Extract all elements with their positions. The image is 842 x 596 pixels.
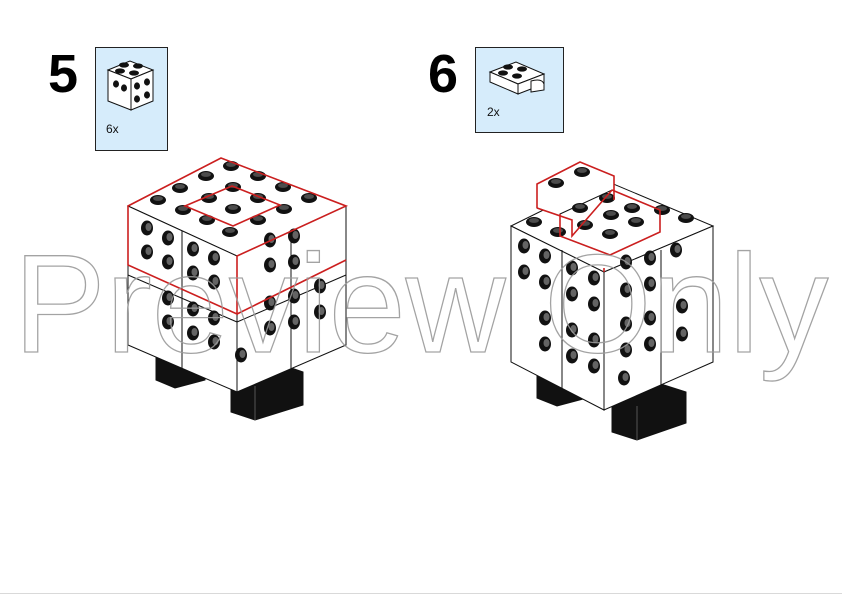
part-quantity: 6x — [106, 122, 119, 136]
part-quantity: 2x — [487, 105, 500, 119]
step-number: 5 — [48, 44, 79, 104]
step-number: 6 — [428, 44, 459, 104]
plate-2x2-with-curve-icon — [488, 61, 546, 95]
brick-2x2-studs-on-side-icon — [106, 60, 155, 111]
parts-callout: 6x — [95, 47, 168, 151]
page-bottom-rule — [0, 593, 842, 594]
parts-callout: 2x — [475, 47, 564, 133]
